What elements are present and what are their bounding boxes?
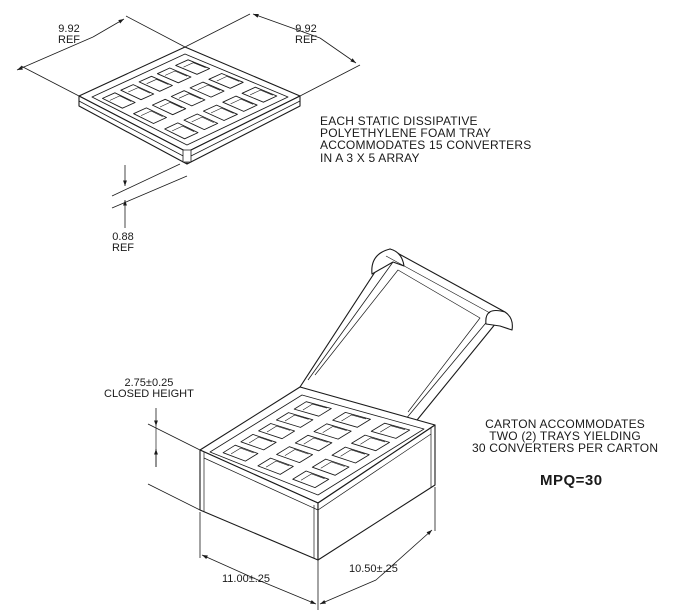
tray-width-label: 9.92 REF bbox=[58, 23, 80, 47]
pocket-wall bbox=[164, 70, 188, 77]
pocket-wall bbox=[183, 62, 206, 68]
pocket bbox=[370, 422, 411, 439]
foam-tray bbox=[78, 46, 301, 165]
pocket-wall bbox=[320, 461, 345, 469]
pocket bbox=[293, 401, 332, 417]
pocket-wall bbox=[284, 449, 309, 456]
pocket bbox=[331, 446, 370, 464]
pocket bbox=[151, 98, 187, 116]
carton-height-dimension bbox=[147, 408, 201, 511]
pocket-wall bbox=[172, 125, 195, 132]
carton bbox=[199, 248, 513, 561]
pocket-wall bbox=[303, 437, 328, 445]
carton-tray-pockets bbox=[222, 401, 411, 489]
pocket bbox=[311, 458, 350, 476]
pocket bbox=[189, 81, 225, 98]
pocket-wall bbox=[266, 425, 291, 433]
tray-thickness-label: 0.88 REF bbox=[112, 231, 134, 255]
carton-length-dimension bbox=[199, 512, 319, 610]
mpq-label: MPQ=30 bbox=[540, 472, 603, 489]
pocket bbox=[276, 446, 314, 464]
tray-depth-label: 9.92 REF bbox=[295, 23, 317, 47]
pocket bbox=[170, 90, 206, 107]
pocket-wall bbox=[146, 79, 169, 85]
pocket-wall bbox=[191, 116, 214, 123]
pocket-wall bbox=[109, 95, 132, 102]
pocket bbox=[351, 434, 390, 452]
pocket bbox=[240, 433, 277, 451]
pocket bbox=[258, 423, 296, 440]
pocket bbox=[183, 113, 219, 131]
carton-width-label: 10.50±.25 bbox=[349, 563, 398, 575]
pocket bbox=[332, 411, 371, 428]
pocket-wall bbox=[248, 436, 273, 444]
pocket-wall bbox=[300, 473, 325, 481]
pocket-wall bbox=[380, 425, 406, 433]
tray-note: EACH STATIC DISSIPATIVE POLYETHYLENE FOA… bbox=[320, 114, 532, 165]
pocket-wall bbox=[128, 87, 151, 94]
pocket bbox=[102, 92, 136, 109]
carton-width-dimension bbox=[319, 487, 436, 605]
pocket-wall bbox=[159, 102, 183, 109]
pocket bbox=[275, 412, 314, 428]
pocket bbox=[294, 434, 333, 452]
pocket bbox=[164, 122, 199, 140]
pocket-wall bbox=[140, 110, 163, 117]
tray-thickness-dimension bbox=[111, 163, 188, 228]
tray-width-dimension bbox=[16, 15, 186, 97]
tray-pockets bbox=[102, 59, 278, 140]
pocket-wall bbox=[360, 437, 386, 445]
pocket bbox=[156, 67, 192, 84]
pocket-wall bbox=[197, 84, 221, 91]
pocket bbox=[241, 86, 278, 103]
pocket-wall bbox=[230, 98, 254, 105]
pocket bbox=[120, 84, 155, 101]
tray-depth-dimension bbox=[184, 13, 361, 97]
pocket-wall bbox=[302, 403, 327, 411]
pocket bbox=[292, 470, 330, 489]
pocket-wall bbox=[284, 414, 309, 422]
pocket-wall bbox=[322, 426, 347, 433]
pocket-wall bbox=[216, 76, 240, 82]
pocket-wall bbox=[341, 414, 367, 422]
pocket bbox=[208, 73, 244, 89]
pocket bbox=[175, 59, 211, 75]
carton-height-label: 2.75±0.25 CLOSED HEIGHT bbox=[104, 377, 194, 401]
pocket bbox=[133, 107, 167, 124]
carton-note: CARTON ACCOMMODATES TWO (2) TRAYS YIELDI… bbox=[472, 417, 659, 456]
pocket-wall bbox=[230, 447, 254, 455]
carton-length-label: 11.00±.25 bbox=[222, 573, 271, 585]
pocket bbox=[222, 95, 258, 112]
pocket bbox=[257, 457, 294, 475]
pocket-wall bbox=[340, 449, 365, 457]
pocket-wall bbox=[210, 107, 234, 114]
pocket-wall bbox=[178, 93, 202, 100]
pocket-wall bbox=[249, 89, 273, 96]
pocket bbox=[202, 104, 238, 121]
pocket bbox=[222, 444, 259, 462]
pocket bbox=[138, 75, 173, 92]
pocket bbox=[313, 423, 352, 440]
pocket-wall bbox=[265, 460, 290, 468]
